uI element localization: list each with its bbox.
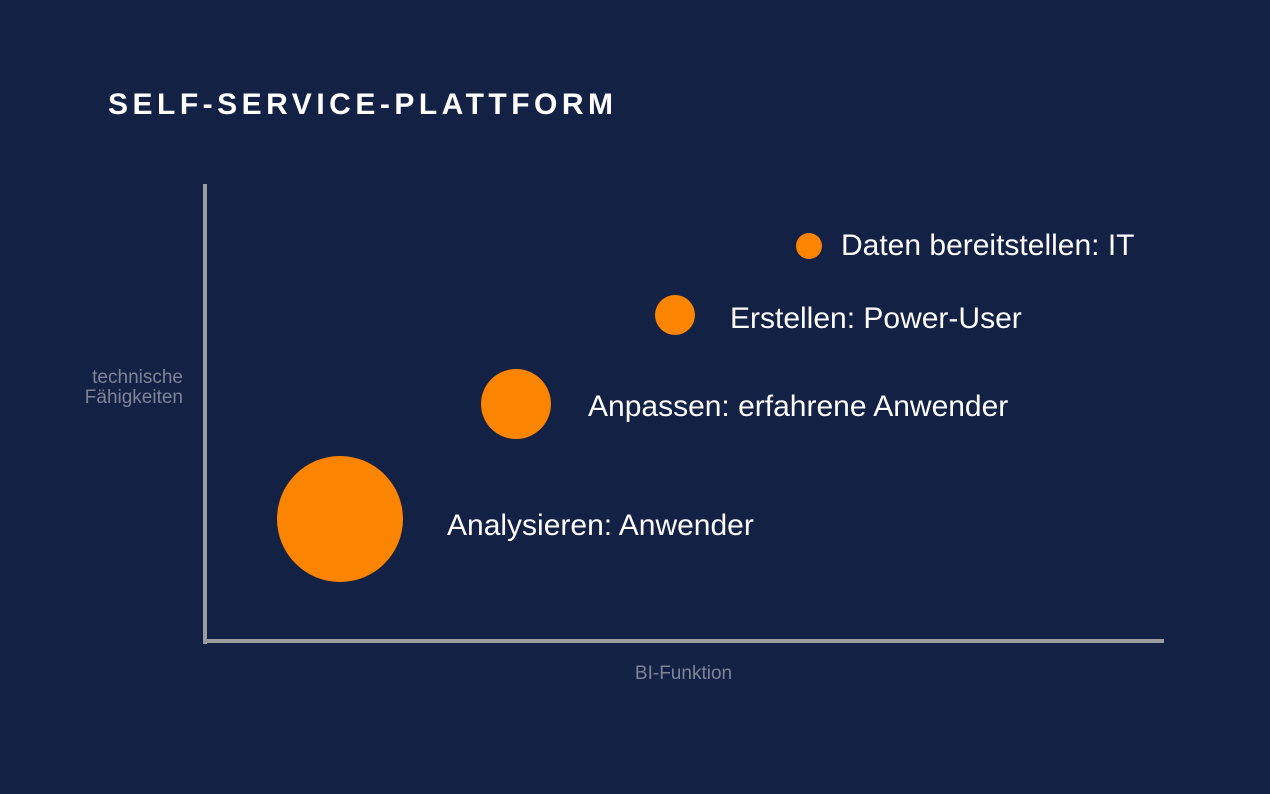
y-axis-label-line1: technische	[92, 367, 183, 388]
chart-bubble	[481, 369, 551, 439]
chart-bubble	[277, 456, 403, 582]
chart-bubble-label: Anpassen: erfahrene Anwender	[588, 390, 1009, 423]
chart-bubble-label: Daten bereitstellen: IT	[841, 229, 1135, 262]
chart-bubble-label: Analysieren: Anwender	[447, 509, 754, 542]
y-axis-label-line2: Fähigkeiten	[84, 387, 183, 408]
chart-bubble-label: Erstellen: Power-User	[730, 302, 1022, 335]
y-axis-line	[203, 184, 207, 644]
y-axis-label: technische Fähigkeiten	[0, 368, 183, 408]
page-title: SELF-SERVICE-PLATTFORM	[108, 88, 618, 121]
x-axis-line	[203, 639, 1164, 643]
x-axis-label: BI-Funktion	[634, 663, 733, 684]
chart-bubble	[796, 233, 822, 259]
chart-bubble	[655, 295, 695, 335]
